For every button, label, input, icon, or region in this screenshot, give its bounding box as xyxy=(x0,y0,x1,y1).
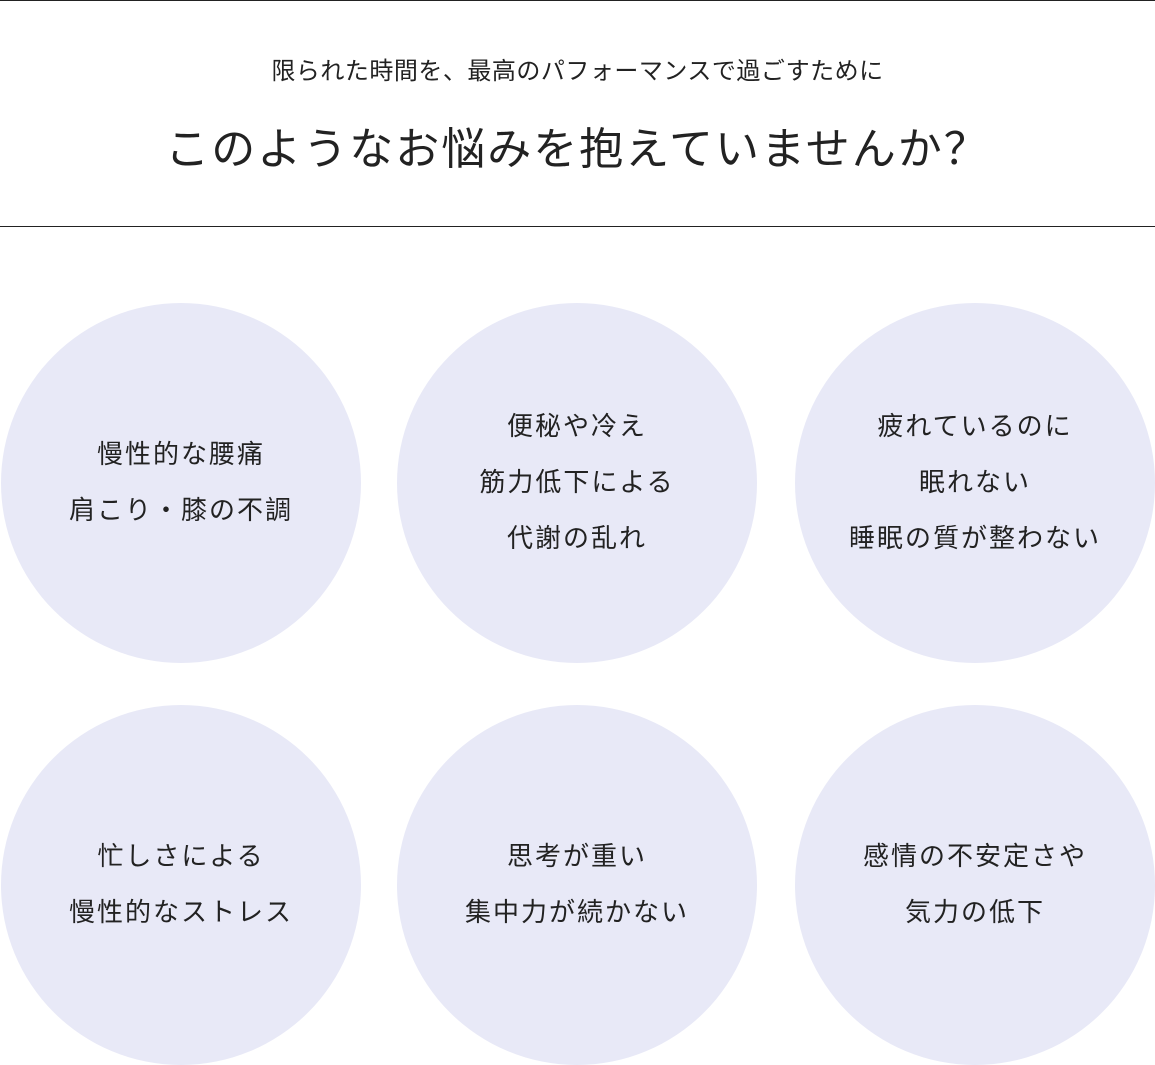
section-header: 限られた時間を、最高のパフォーマンスで過ごすために このようなお悩みを抱えていま… xyxy=(0,0,1155,227)
concern-text: 集中力が続かない xyxy=(464,898,689,928)
concern-text: 代謝の乱れ xyxy=(506,524,647,554)
concern-text: 感情の不安定さや xyxy=(862,842,1087,872)
concern-text: 慢性的なストレス xyxy=(68,898,293,928)
concern-text: 筋力低下による xyxy=(479,468,675,498)
concern-circle: 忙しさによる 慢性的なストレス xyxy=(1,705,361,1065)
concern-text: 睡眠の質が整わない xyxy=(848,524,1101,554)
concern-text: 便秘や冷え xyxy=(506,412,647,442)
concern-text: 思考が重い xyxy=(506,842,647,872)
section-title: このようなお悩みを抱えていませんか？ xyxy=(165,124,990,175)
concern-text: 慢性的な腰痛 xyxy=(96,440,265,470)
concern-text: 肩こり・膝の不調 xyxy=(68,496,293,526)
concern-text: 気力の低下 xyxy=(904,898,1045,928)
concern-circle: 便秘や冷え 筋力低下による 代謝の乱れ xyxy=(397,303,757,663)
concern-circle: 慢性的な腰痛 肩こり・膝の不調 xyxy=(1,303,361,663)
section-subtitle: 限られた時間を、最高のパフォーマンスで過ごすために xyxy=(271,57,884,85)
concern-text: 疲れているのに xyxy=(877,412,1073,442)
concern-text: 眠れない xyxy=(918,468,1031,498)
concern-text: 忙しさによる xyxy=(97,842,265,872)
concern-circle: 疲れているのに 眠れない 睡眠の質が整わない xyxy=(795,303,1155,663)
concern-circle: 思考が重い 集中力が続かない xyxy=(397,705,757,1065)
concern-circle: 感情の不安定さや 気力の低下 xyxy=(795,705,1155,1065)
